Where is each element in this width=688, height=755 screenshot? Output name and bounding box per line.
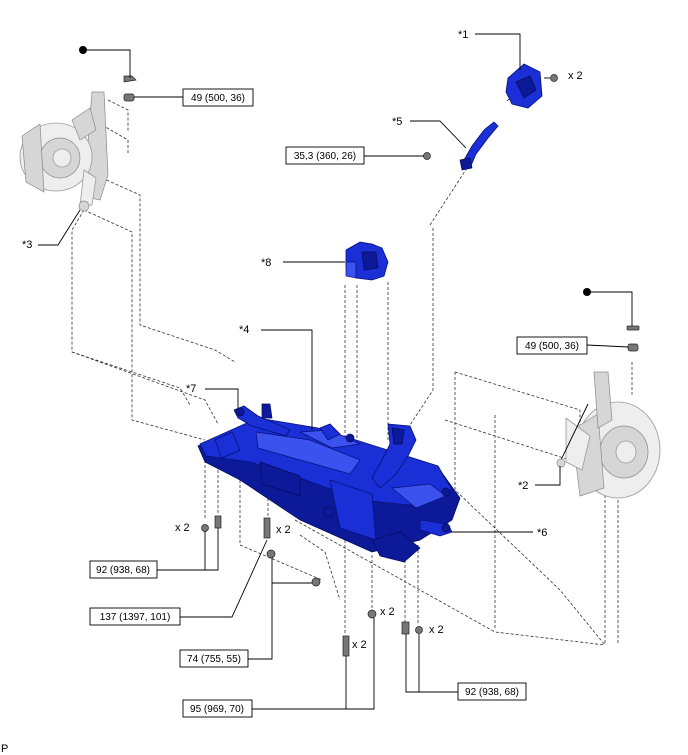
right-steering-knuckle [556, 371, 661, 499]
figure-code: P [1, 743, 8, 755]
qty-cover-nut: x 2 [568, 70, 583, 82]
non-reusable-marker-top [79, 46, 87, 54]
nut-center [266, 549, 276, 559]
bolt-right-a [401, 621, 410, 635]
torque-box-bolt-left-lower: 92 (938, 68) [89, 560, 158, 579]
qty-left-bolts: x 2 [175, 522, 190, 534]
torque-box-bolt-center: 137 (1397, 101) [89, 607, 181, 626]
callout-2: *2 [518, 480, 528, 492]
nut-center-b [311, 577, 321, 587]
quantity-labels: x 2 x 2 x 2 x 2 x 2 x 2 [175, 70, 583, 651]
svg-text:49 (500, 36): 49 (500, 36) [191, 93, 245, 104]
intermediate-shaft [459, 121, 499, 171]
right-tie-rod-end [419, 519, 453, 537]
qty-bottom-nut: x 2 [380, 606, 395, 618]
callout-7: *7 [186, 383, 196, 395]
callout-1: *1 [458, 29, 468, 41]
engine-mount-bracket [345, 241, 389, 281]
shaft-bolt [423, 152, 431, 160]
castle-nut-left [123, 93, 135, 102]
suspension-crossmember [197, 417, 461, 563]
torque-box-nut-right: 49 (500, 36) [516, 336, 588, 355]
torque-box-nut-center: 74 (755, 55) [179, 649, 249, 668]
bolt-left-b [214, 515, 222, 529]
svg-text:35,3 (360, 26): 35,3 (360, 26) [294, 151, 356, 162]
callout-6: *6 [537, 527, 547, 539]
torque-box-bolt-bottom: 95 (969, 70) [182, 699, 253, 718]
qty-bottom-bolt: x 2 [352, 639, 367, 651]
non-reusable-marker-right [583, 288, 591, 296]
cotter-pin-right [626, 325, 640, 331]
column-hole-cover [505, 63, 543, 109]
torque-box-bolt-right-lower: 92 (938, 68) [457, 682, 527, 701]
callout-4: *4 [239, 324, 249, 336]
bolt-center [263, 517, 271, 539]
steering-gear-boot [371, 423, 417, 489]
left-steering-knuckle [19, 91, 109, 212]
torque-spec-boxes: 49 (500, 36) 35,3 (360, 26) 49 (500, 36)… [89, 88, 588, 718]
callout-3: *3 [22, 239, 32, 251]
svg-text:92 (938, 68): 92 (938, 68) [96, 565, 150, 576]
castle-nut-right [627, 343, 639, 352]
nut-bottom [367, 609, 377, 619]
torque-box-nut-top-left: 49 (500, 36) [182, 88, 254, 107]
svg-text:92 (938, 68): 92 (938, 68) [465, 687, 519, 698]
qty-center-bolt: x 2 [276, 524, 291, 536]
svg-text:74 (755, 55): 74 (755, 55) [187, 654, 241, 665]
cover-nut [550, 74, 558, 82]
bolt-bottom [342, 635, 350, 657]
svg-text:49 (500, 36): 49 (500, 36) [525, 341, 579, 352]
torque-box-tie-rod: 35,3 (360, 26) [285, 146, 365, 165]
bolt-right-b [415, 626, 423, 634]
bolt-left-a [201, 524, 209, 532]
qty-right-bolts: x 2 [429, 624, 444, 636]
left-tie-rod-end [233, 403, 291, 437]
callout-8: *8 [261, 257, 271, 269]
alignment-lines [71, 84, 633, 646]
svg-text:95 (969, 70): 95 (969, 70) [190, 704, 244, 715]
hardware [123, 74, 640, 657]
non-reusable-markers [79, 46, 633, 326]
callout-labels: *1 *5 *8 *4 *7 *3 *2 *6 [22, 29, 547, 539]
callout-5: *5 [392, 116, 402, 128]
svg-text:137 (1397, 101): 137 (1397, 101) [100, 612, 171, 623]
cotter-pin-left [123, 75, 137, 83]
leader-lines [38, 33, 629, 710]
